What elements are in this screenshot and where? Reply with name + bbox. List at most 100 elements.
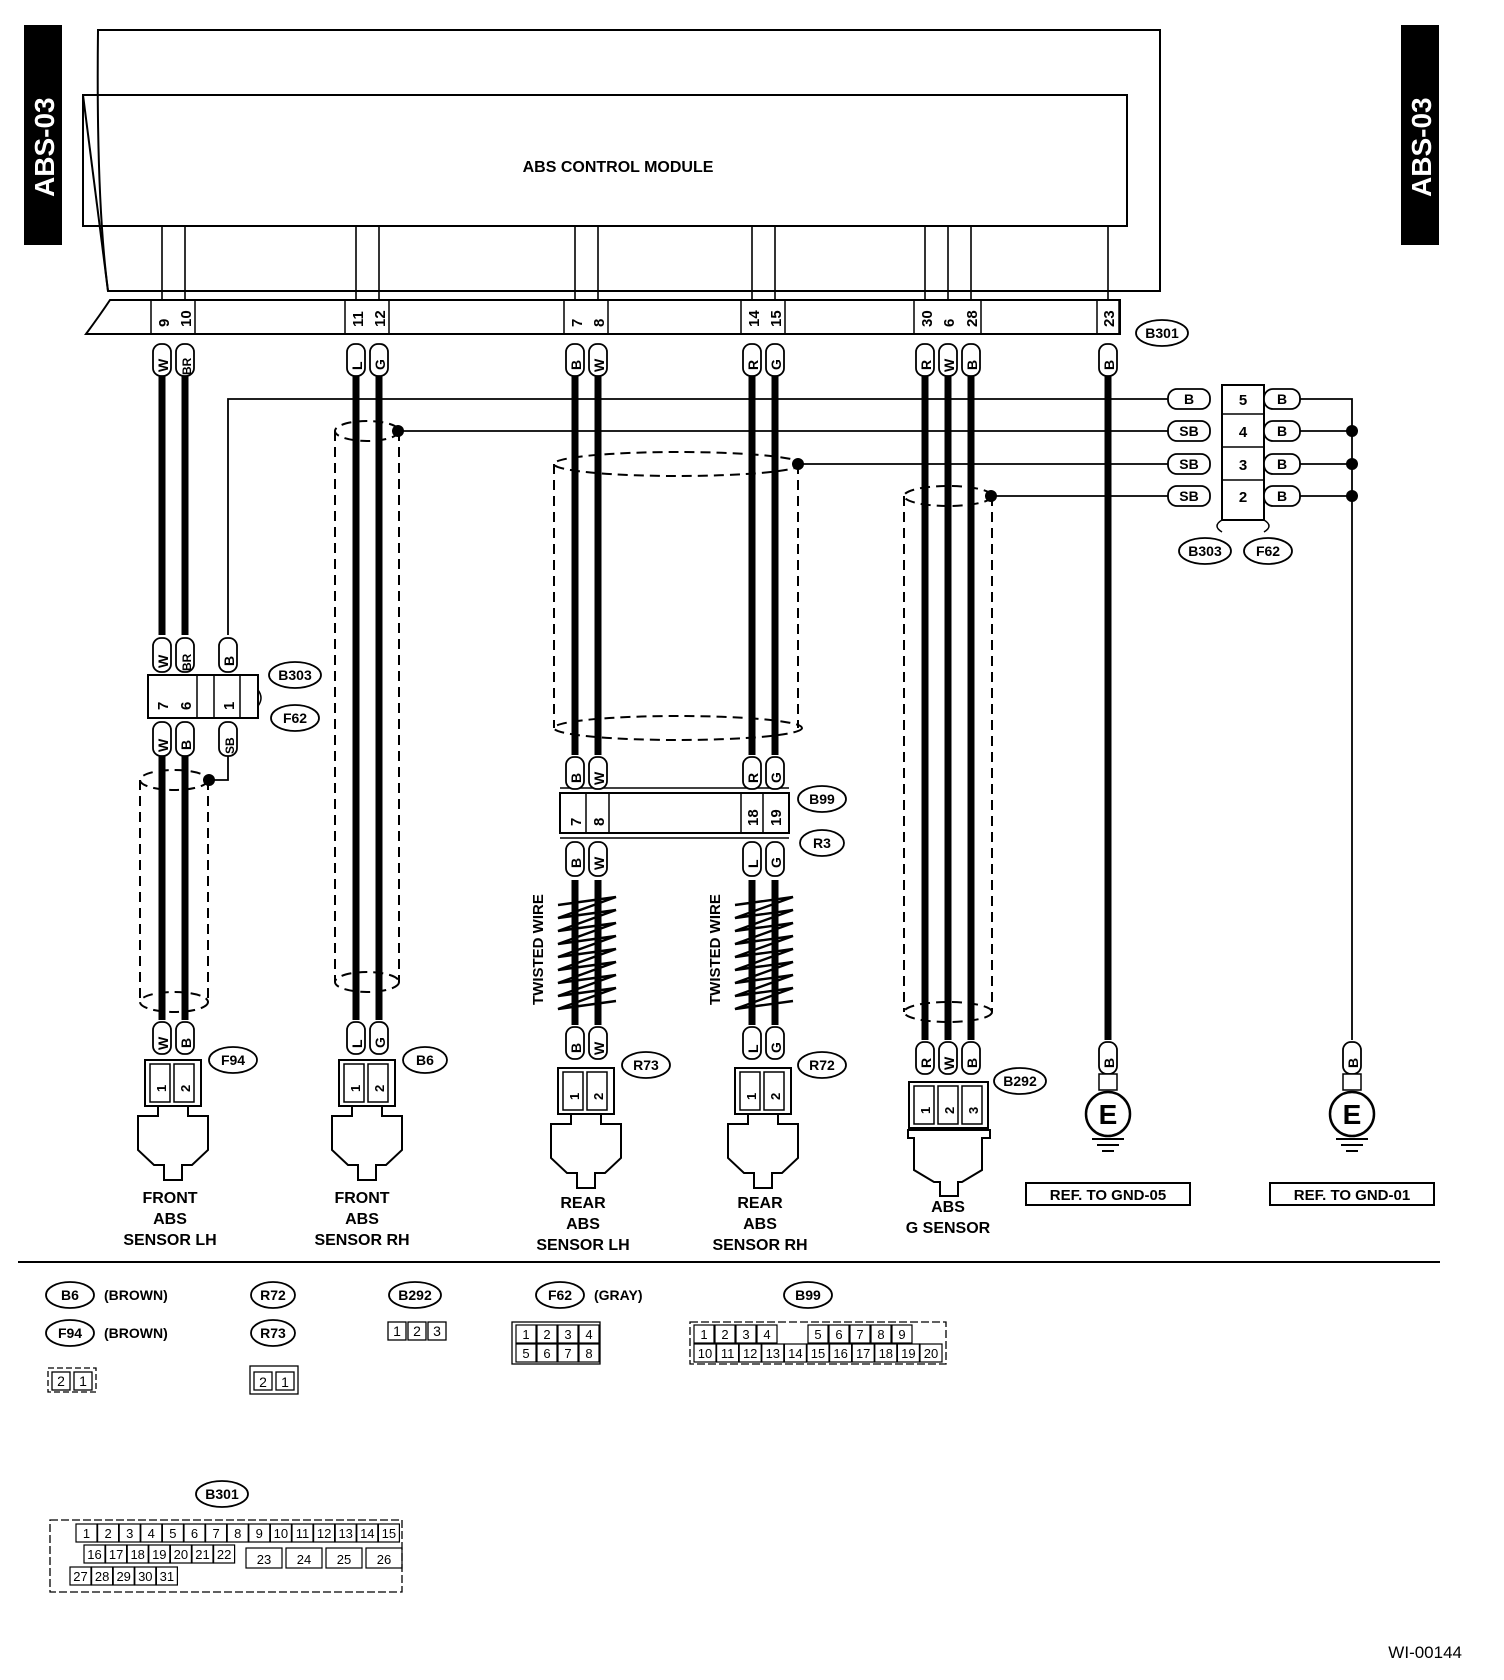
b301-pin-29: 29: [116, 1569, 130, 1584]
legend: B6 (BROWN) F94 (BROWN) 2 1 R72 R73 2 1 B…: [45, 1281, 947, 1593]
side-tab-right-text: ABS-03: [1406, 97, 1437, 197]
junction-pin-2: 2: [1239, 489, 1247, 506]
rlh-pin-1: 1: [567, 1093, 582, 1100]
b303-pin-1: 1: [221, 702, 238, 710]
legend-r72: R72: [260, 1287, 286, 1303]
legend-b292-face-3: 3: [433, 1323, 441, 1339]
sensor-front-rh: 1 2: [331, 1059, 403, 1181]
legend-f62-color: (GRAY): [594, 1287, 643, 1303]
b301-pin-7: 7: [212, 1526, 219, 1541]
b303-pin-6: 6: [178, 702, 195, 710]
tag-flh-low-b: B: [178, 740, 194, 750]
flh-pin-2: 2: [178, 1085, 193, 1092]
b301-pin-25: 25: [337, 1552, 351, 1567]
junction-right-2: B: [1277, 488, 1287, 504]
b99-pin-18-cell: [874, 1343, 898, 1363]
junction-left-3: SB: [1179, 456, 1198, 472]
b301-pin-29-cell: [112, 1566, 135, 1586]
front-rh-line2: ABS: [345, 1211, 379, 1228]
label-b303-left: B303: [278, 667, 312, 683]
tag-rlh-bot-w: W: [591, 1041, 607, 1055]
rear-lh-line1: REAR: [560, 1195, 606, 1212]
tag-g-w: W: [941, 358, 957, 372]
b301-pin-16: 16: [87, 1547, 101, 1562]
b99-pin-10: 10: [698, 1346, 712, 1361]
tag-flh-mid-b: B: [221, 656, 237, 666]
tag-gnd-bot-b: B: [1101, 1058, 1117, 1068]
f62-pin-2: 2: [543, 1327, 550, 1342]
b301-pin-4: 4: [148, 1526, 155, 1541]
side-tab-left-text: ABS-03: [29, 97, 60, 197]
b99-pin-1-cell: [693, 1324, 715, 1344]
b99-pin-11: 11: [721, 1346, 735, 1361]
tag-frh-g: G: [372, 359, 388, 370]
b99-pin-17: 17: [856, 1346, 870, 1361]
b301-pin-19: 19: [152, 1547, 166, 1562]
legend-r7x-face-1: 1: [281, 1374, 289, 1390]
b99-pin-4-cell: [756, 1324, 778, 1344]
b99-pin-5: 5: [814, 1327, 821, 1342]
b99-pin-2-cell: [714, 1324, 736, 1344]
tag-rrh-r: R: [745, 360, 761, 370]
label-f62-right: F62: [1256, 543, 1280, 559]
b301-pin-22: 22: [217, 1547, 231, 1562]
legend-r73: R73: [260, 1325, 286, 1341]
b99-pin-6: 6: [835, 1327, 842, 1342]
junction-left-5: B: [1184, 391, 1194, 407]
b99-pin-11-cell: [715, 1343, 740, 1363]
b99-pin-9: 9: [898, 1327, 905, 1342]
connector-b99-r3: 7 8 18 19: [559, 787, 790, 839]
tag-g-bot-w: W: [941, 1056, 957, 1070]
b99-pin-5-cell: [807, 1324, 829, 1344]
f62-pin-3-cell: [557, 1324, 579, 1344]
pin-11: 11: [350, 311, 367, 327]
connector-labels: B301 B303 F62 B303 F62 B99 R3 F94 B6 R73…: [208, 319, 1293, 1095]
legend-f94: F94: [58, 1325, 82, 1341]
b301-pin-24: 24: [297, 1552, 311, 1567]
pin-28: 28: [964, 310, 981, 327]
b301-pin-3: 3: [126, 1526, 133, 1541]
b301-pin-6-cell: [183, 1523, 206, 1543]
junction-pin-5: 5: [1239, 392, 1247, 409]
label-f94: F94: [221, 1052, 245, 1068]
b301-pin-13: 13: [338, 1526, 352, 1541]
legend-b301: B301: [205, 1486, 239, 1502]
tag-rlh-bot-b: B: [568, 1043, 584, 1053]
b301-pin-14: 14: [360, 1526, 374, 1541]
b99-pin-18: 18: [745, 809, 762, 826]
front-rh-line1: FRONT: [334, 1190, 389, 1207]
front-lh-line2: ABS: [153, 1211, 187, 1228]
f62-pin-7-cell: [557, 1343, 579, 1363]
label-r72: R72: [809, 1057, 835, 1073]
b99-pin-19: 19: [901, 1346, 915, 1361]
label-b292: B292: [1003, 1073, 1037, 1089]
right-junction-block: 5 4 3 2: [1216, 384, 1270, 533]
rrh-pin-1: 1: [744, 1093, 759, 1100]
pin-6: 6: [941, 319, 958, 327]
legend-b6-face-1: 1: [79, 1373, 87, 1389]
abs-control-module: [82, 29, 1161, 335]
b301-pin-11: 11: [296, 1526, 310, 1541]
g-sensor-line2: G SENSOR: [906, 1220, 991, 1237]
rear-lh-line3: SENSOR LH: [536, 1237, 629, 1254]
b301-pin-31-cell: [155, 1566, 178, 1586]
f62-pin-4-cell: [578, 1324, 600, 1344]
b301-pin-27: 27: [73, 1569, 87, 1584]
b303-pin-7: 7: [155, 702, 172, 710]
label-f62-left: F62: [283, 710, 307, 726]
f62-pin-8: 8: [585, 1346, 592, 1361]
module-stub-lines: [161, 226, 1109, 300]
b301-pin-20-cell: [169, 1544, 192, 1564]
pin-9: 9: [156, 319, 173, 327]
legend-b292-face-1: 1: [393, 1323, 401, 1339]
legend-f94-color: (BROWN): [104, 1325, 168, 1341]
b301-pin-26: 26: [377, 1552, 391, 1567]
legend-f62: F62: [548, 1287, 572, 1303]
pin-14: 14: [746, 310, 763, 327]
sensor-rear-rh: 1 2: [727, 1067, 799, 1189]
g-sensor-line1: ABS: [931, 1199, 965, 1216]
rlh-pin-2: 2: [591, 1093, 606, 1100]
ref-gnd01: REF. TO GND-01: [1294, 1187, 1410, 1204]
b301-pin-12-cell: [313, 1523, 336, 1543]
